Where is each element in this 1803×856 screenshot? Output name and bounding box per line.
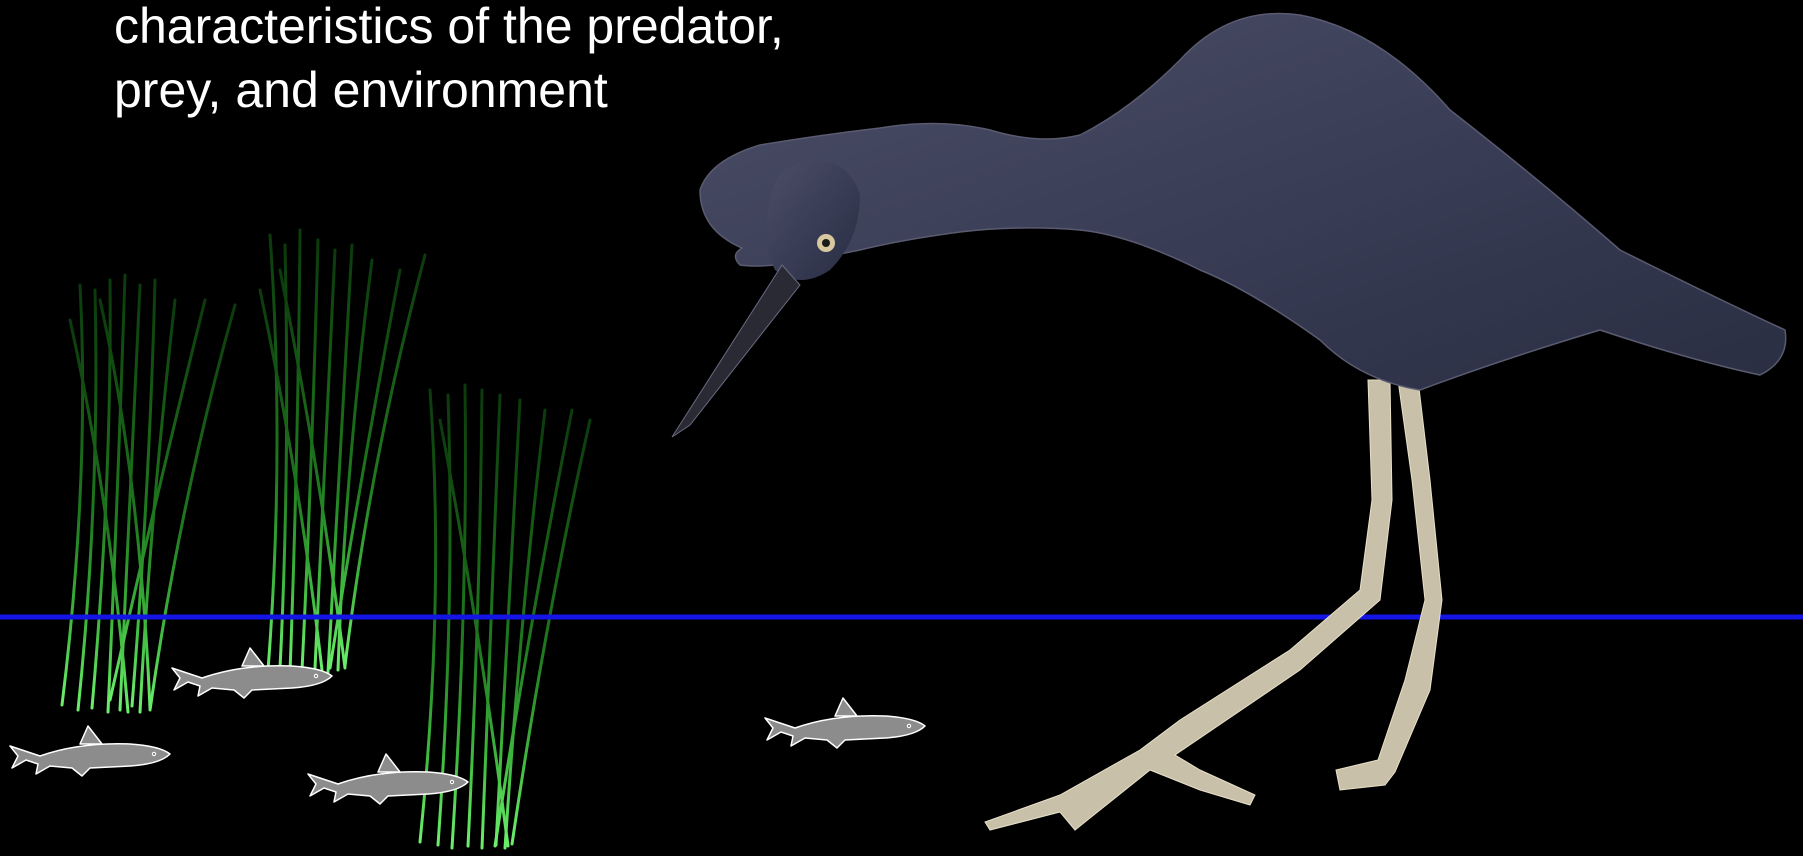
- heron-head: [766, 160, 860, 280]
- grass-clump-1: [62, 275, 235, 712]
- heron-leg-front: [985, 380, 1392, 830]
- heron-body: [700, 13, 1786, 390]
- heron-beak: [672, 265, 800, 437]
- fish-4: [765, 698, 925, 748]
- fish-1: [172, 648, 332, 698]
- fish-2: [10, 726, 170, 776]
- grass-clump-2: [260, 230, 425, 672]
